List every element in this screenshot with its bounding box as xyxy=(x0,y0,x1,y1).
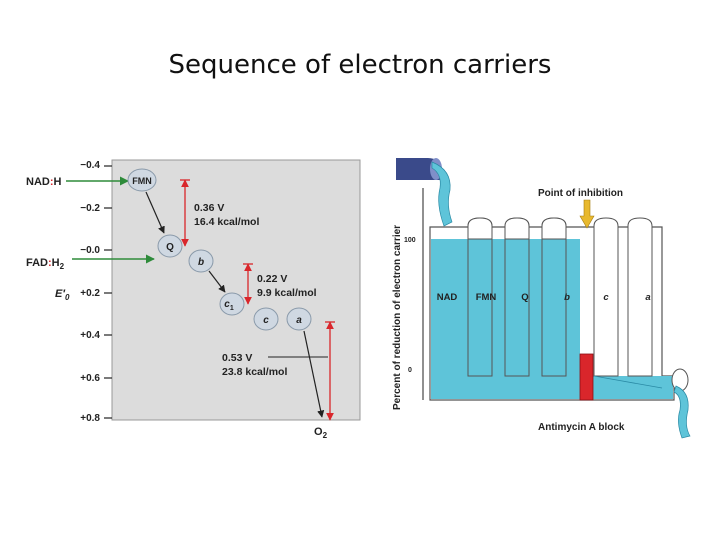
tick-label: +0.6 xyxy=(80,373,100,384)
carrier-b xyxy=(188,249,214,273)
carrier-c1 xyxy=(219,292,245,316)
outlet-pipe xyxy=(671,368,689,392)
tick-label: +0.2 xyxy=(80,288,100,299)
carrier-fmn-label: FMN xyxy=(132,176,152,186)
tube-fmn-top xyxy=(467,217,493,240)
energy-drop-arrows xyxy=(180,179,335,421)
y-tick-100: 100 xyxy=(404,237,416,244)
inhibition-label: Point of inhibition xyxy=(538,188,623,199)
carrier-c-label: c xyxy=(263,315,269,326)
column-label: b xyxy=(564,292,570,303)
carrier-a-label: a xyxy=(296,315,302,326)
potential-ticks: −0.4 −0.2 −0.0 +0.2 +0.4 +0.6 +0.8 xyxy=(80,160,112,424)
drop2-volts: 0.22 V xyxy=(257,273,287,285)
carrier-c xyxy=(253,307,279,331)
drop1-energy: 16.4 kcal/mol xyxy=(194,216,259,228)
carrier-a xyxy=(286,307,312,331)
antimycin-block xyxy=(579,353,594,401)
inlet-pipe xyxy=(396,158,440,180)
y-axis-label: Percent of reduction of electron carrier xyxy=(392,225,403,410)
redox-potential-diagram: −0.4 −0.2 −0.0 +0.2 +0.4 +0.6 +0.8 E′0 N… xyxy=(26,159,361,440)
tube-q-top xyxy=(504,217,530,240)
reduction-tank-diagram: Percent of reduction of electron carrier… xyxy=(392,158,691,439)
inlet-water-stream xyxy=(431,161,453,227)
drop1-volts: 0.36 V xyxy=(194,202,224,214)
tube-c xyxy=(593,217,619,377)
tick-label: −0.0 xyxy=(80,245,100,256)
carrier-q-label: Q xyxy=(166,242,174,253)
tube-b xyxy=(541,217,567,377)
axis-label-e0: E′0 xyxy=(55,288,70,302)
slide-title: Sequence of electron carriers xyxy=(168,50,552,80)
flow-arrow xyxy=(208,270,226,293)
drop3-energy: 23.8 kcal/mol xyxy=(222,366,287,378)
tick-label: −0.4 xyxy=(80,160,100,171)
column-labels: NAD FMN Q b c a xyxy=(437,292,651,303)
block-label: Antimycin A block xyxy=(538,422,625,433)
outlet-water-slope xyxy=(594,376,662,399)
inhibition-arrow xyxy=(579,199,595,229)
flow-arrow xyxy=(303,330,325,418)
column-label: Q xyxy=(521,292,528,303)
drop3-volts: 0.53 V xyxy=(222,352,252,364)
diagram-background xyxy=(111,159,361,421)
donor-fadh2: FAD:H2 xyxy=(26,257,65,271)
y-tick-0: 0 xyxy=(408,367,412,374)
tick-label: +0.8 xyxy=(80,413,100,424)
electron-flow-arrows xyxy=(145,191,325,418)
column-label: NAD xyxy=(437,292,458,303)
column-label: c xyxy=(603,292,609,303)
outlet-water-stream xyxy=(673,385,691,439)
tick-label: −0.2 xyxy=(80,203,100,214)
tube-a xyxy=(627,217,653,377)
acceptor-o2: O2 xyxy=(314,426,328,440)
carrier-tubes xyxy=(467,217,653,377)
flow-arrow xyxy=(145,191,165,234)
carrier-b-label: b xyxy=(198,257,204,268)
carrier-fmn xyxy=(127,168,157,192)
tube-b-top xyxy=(541,217,567,240)
tick-label: +0.4 xyxy=(80,330,100,341)
drop2-energy: 9.9 kcal/mol xyxy=(257,287,317,299)
column-label: a xyxy=(645,292,650,303)
carrier-c1-label: c1 xyxy=(224,299,234,312)
column-label: FMN xyxy=(476,292,497,303)
water-surface-line xyxy=(593,375,663,389)
donor-nadh: NAD:H xyxy=(26,176,62,188)
